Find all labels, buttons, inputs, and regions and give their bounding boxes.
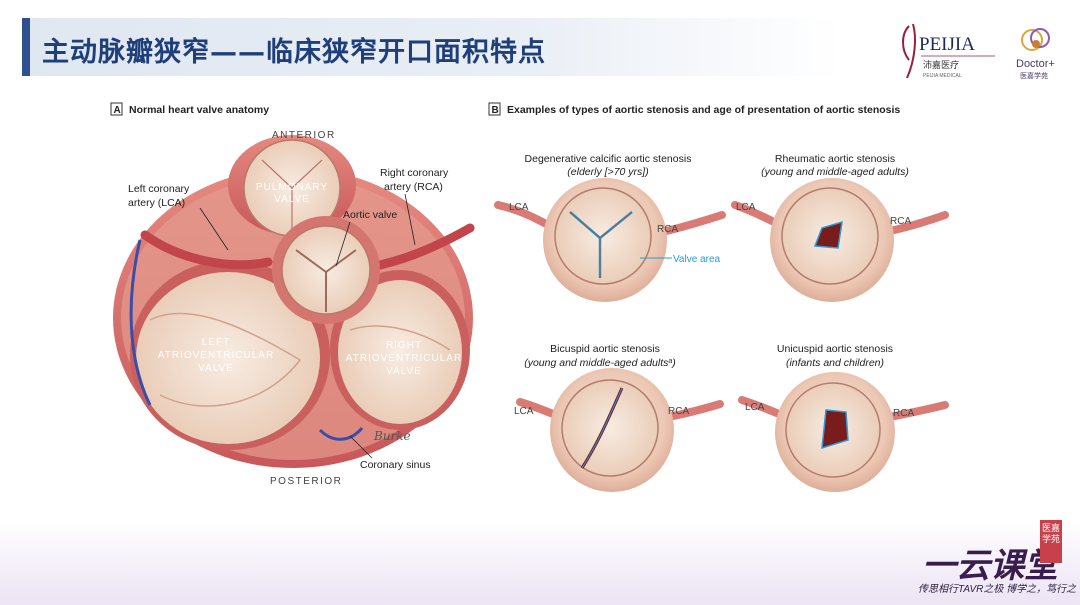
aortic-valve — [281, 225, 371, 315]
degenerative-subtitle: (elderly [>70 yrs]) — [567, 166, 648, 178]
label-right-av-1: RIGHT — [386, 340, 422, 351]
bicuspid-subtitle-text: (young and middle-aged adults — [524, 357, 669, 369]
degenerative-lca: LCA — [509, 202, 529, 213]
bicuspid-lca: LCA — [514, 406, 534, 417]
label-pulmonary-2: VALVE — [274, 194, 310, 205]
panel-b-heading: Examples of types of aortic stenosis and… — [507, 104, 900, 116]
panel-b-letter-box — [488, 102, 501, 116]
unicuspid-subtitle: (infants and children) — [786, 357, 884, 369]
label-coronary-sinus: Coronary sinus — [360, 459, 431, 471]
rheumatic-subtitle: (young and middle-aged adults) — [761, 166, 909, 178]
brand-slogan: 传思相行TAVR之极 博学之，笃行之 — [918, 584, 1077, 595]
label-left-av-1: LEFT — [202, 337, 230, 348]
title-bar — [22, 18, 842, 76]
brand-logo-text: 一云课堂 — [922, 546, 1058, 586]
bicuspid-valve — [561, 379, 659, 477]
right-av-valve — [338, 280, 462, 424]
label-aortic-valve: Aortic valve — [343, 209, 397, 221]
title-accent-bar — [22, 18, 30, 76]
peijia-logo: PEIJIA 沛嘉医疗 PEIJIA MEDICAL — [902, 23, 995, 79]
unicuspid-lca: LCA — [745, 402, 765, 413]
rheumatic-orifice — [813, 220, 843, 249]
unicuspid-title: Unicuspid aortic stenosis — [777, 343, 893, 355]
bicuspid-rca: RCA — [668, 406, 689, 417]
label-posterior: POSTERIOR — [270, 476, 342, 487]
bicuspid-subtitle: (young and middle-aged adultsa) — [524, 357, 676, 369]
rheumatic-title: Rheumatic aortic stenosis — [775, 153, 895, 165]
doctor-name: Doctor+ — [1016, 58, 1055, 70]
peijia-name: PEIJIA — [919, 34, 975, 55]
label-right-av-2: ATRIOVENTRICULAR — [346, 353, 462, 364]
label-rca-2: artery (RCA) — [384, 181, 443, 193]
left-coronary-artery — [140, 230, 273, 270]
label-lca-1: Left coronary — [128, 183, 190, 195]
panel-a-heading: Normal heart valve anatomy — [129, 104, 269, 116]
label-valve-area: Valve area — [673, 254, 721, 265]
label-pulmonary-1: PULMONARY — [256, 182, 328, 193]
label-left-av-3: VALVE — [198, 363, 234, 374]
label-left-av-2: ATRIOVENTRICULAR — [158, 350, 274, 361]
bicuspid-title: Bicuspid aortic stenosis — [550, 343, 660, 355]
label-right-av-3: VALVE — [386, 366, 422, 377]
panel-a-letter-box — [110, 102, 123, 116]
rheumatic-lca: LCA — [736, 202, 756, 213]
label-lca-2: artery (LCA) — [128, 197, 185, 209]
doctor-plus-logo: Doctor+ 医嘉学苑 — [1016, 28, 1055, 80]
unicuspid-orifice — [821, 409, 849, 450]
left-av-valve — [136, 272, 320, 444]
illustrator-signature: Burke — [373, 429, 411, 443]
doctor-cn: 医嘉学苑 — [1020, 71, 1048, 80]
right-coronary-artery — [375, 223, 475, 270]
rheumatic-rca: RCA — [890, 216, 911, 227]
bottom-gradient-band — [0, 520, 1080, 605]
unicuspid-rca: RCA — [893, 408, 914, 419]
slide-title: 主动脉瓣狭窄——临床狭窄开口面积特点 — [42, 37, 546, 68]
peijia-sub: PEIJIA MEDICAL — [923, 73, 962, 79]
panel-b-letter: B — [492, 105, 499, 116]
label-anterior: ANTERIOR — [272, 130, 336, 141]
panel-a: A Normal heart valve anatomy Burke ANTER… — [110, 102, 475, 487]
degenerative-title: Degenerative calcific aortic stenosis — [525, 153, 692, 165]
degenerative-rca: RCA — [657, 224, 678, 235]
brand-seal: 医嘉学苑 — [1040, 520, 1062, 563]
coronary-sinus-vessel — [318, 426, 364, 441]
bicuspid-footnote-marker: a — [668, 358, 672, 365]
peijia-cn: 沛嘉医疗 — [923, 59, 959, 71]
panel-a-letter: A — [114, 105, 121, 116]
label-rca-1: Right coronary — [380, 167, 449, 179]
panel-b: B Examples of types of aortic stenosis a… — [488, 102, 949, 492]
bicuspid-subtitle-close: ) — [670, 357, 676, 369]
